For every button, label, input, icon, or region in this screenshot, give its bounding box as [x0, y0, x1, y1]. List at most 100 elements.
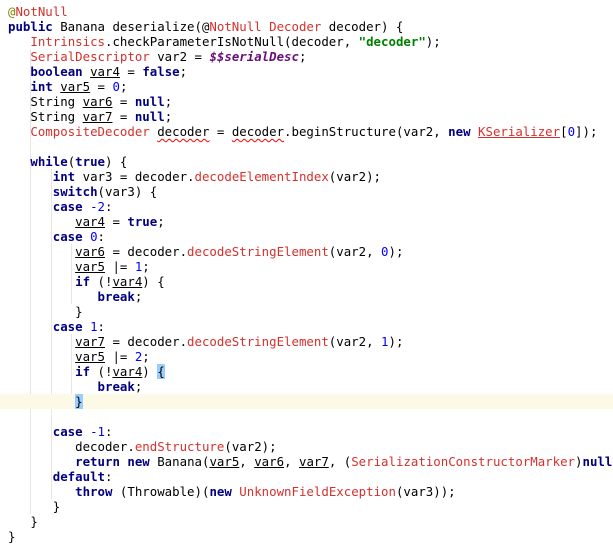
- code-line[interactable]: break;: [8, 379, 613, 394]
- keyword: new: [448, 124, 471, 139]
- code-text: }: [8, 499, 61, 514]
- variable-reference: var7: [82, 109, 113, 124]
- number-literal: 0: [381, 244, 389, 259]
- code-line[interactable]: if (!var4) {: [8, 274, 613, 289]
- code-line-current[interactable]: }: [0, 394, 613, 409]
- keyword: new: [209, 484, 232, 499]
- code-reference: decodeElementIndex: [194, 169, 329, 184]
- keyword: null: [134, 94, 165, 109]
- indent-guide: [71, 244, 72, 304]
- code-text: |=: [104, 349, 135, 364]
- code-text: (: [67, 154, 76, 169]
- keyword: case: [52, 229, 83, 244]
- code-text: [8, 169, 53, 184]
- code-line[interactable]: var4 = true;: [8, 214, 613, 229]
- keyword: return: [75, 454, 120, 469]
- code-line[interactable]: var7 = decoder.decodeStringElement(var2,…: [8, 334, 613, 349]
- code-text: [8, 184, 53, 199]
- code-text: [8, 214, 75, 229]
- keyword: public: [8, 19, 53, 34]
- code-text: [8, 259, 75, 274]
- code-line[interactable]: SerialDescriptor var2 = $$serialDesc;: [8, 49, 613, 64]
- code-text: :: [105, 424, 113, 439]
- code-text: [8, 199, 53, 214]
- code-text: [471, 124, 478, 139]
- code-reference: Intrinsics: [30, 34, 105, 49]
- code-reference: NotNull: [15, 4, 68, 19]
- code-line[interactable]: [8, 139, 613, 154]
- variable-reference: var4: [75, 214, 105, 229]
- code-line[interactable]: int var3 = decoder.decodeElementIndex(va…: [8, 169, 613, 184]
- code-text: [8, 454, 75, 469]
- code-line[interactable]: return new Banana(var5, var6, var7, (Ser…: [8, 454, 613, 469]
- code-line[interactable]: case -2:: [8, 199, 613, 214]
- annotation-symbol: @: [8, 4, 16, 19]
- code-text: ;: [157, 214, 165, 229]
- code-text: :: [97, 229, 106, 244]
- code-text: =: [112, 109, 135, 124]
- keyword: false: [142, 64, 180, 79]
- code-line[interactable]: }: [8, 514, 613, 529]
- code-line[interactable]: String var6 = null;: [8, 94, 613, 109]
- code-line[interactable]: }: [8, 304, 613, 319]
- code-text: ;: [142, 349, 150, 364]
- code-text: =: [104, 214, 128, 229]
- code-text: [8, 349, 75, 364]
- code-line[interactable]: case 1:: [8, 319, 613, 334]
- code-text: :: [97, 319, 106, 334]
- code-line[interactable]: var5 |= 1;: [8, 259, 613, 274]
- code-text: ,: [284, 454, 299, 469]
- variable-reference: var7: [75, 334, 105, 349]
- code-line[interactable]: switch(var3) {: [8, 184, 613, 199]
- number-literal: 0: [90, 229, 98, 244]
- code-line[interactable]: boolean var4 = false;: [8, 64, 613, 79]
- code-line[interactable]: decoder.endStructure(var2);: [8, 439, 613, 454]
- code-line[interactable]: throw (Throwable)(new UnknownFieldExcept…: [8, 484, 613, 499]
- code-reference: UnknownFieldException: [239, 484, 396, 499]
- code-line[interactable]: if (!var4) {: [8, 364, 613, 379]
- code-line[interactable]: case -1:: [8, 424, 613, 439]
- code-text: ): [142, 364, 158, 379]
- code-line[interactable]: }: [8, 499, 613, 514]
- code-text: [83, 199, 90, 214]
- code-reference: Decoder: [269, 19, 322, 34]
- code-line[interactable]: [8, 409, 613, 424]
- indent-guide: [51, 169, 52, 499]
- code-text: );: [388, 244, 404, 259]
- code-line[interactable]: break;: [8, 289, 613, 304]
- code-line[interactable]: public Banana deserialize(@NotNull Decod…: [8, 19, 613, 34]
- code-text: [83, 64, 90, 79]
- code-line[interactable]: case 0:: [8, 229, 613, 244]
- code-text: [262, 19, 269, 34]
- keyword: new: [127, 454, 150, 469]
- code-reference: CompositeDecoder: [30, 124, 150, 139]
- code-text: String: [8, 109, 83, 124]
- code-line[interactable]: while(true) {: [8, 154, 613, 169]
- code-text: (!: [90, 364, 113, 379]
- code-text: |=: [104, 259, 135, 274]
- code-text: :: [105, 199, 113, 214]
- code-line[interactable]: @NotNull: [8, 4, 613, 19]
- code-text: ;: [134, 379, 143, 394]
- code-line[interactable]: }: [8, 529, 613, 544]
- keyword: if: [75, 274, 91, 289]
- code-text: ;: [298, 49, 307, 64]
- code-text: =: [119, 64, 143, 79]
- code-line[interactable]: var6 = decoder.decodeStringElement(var2,…: [8, 244, 613, 259]
- code-line[interactable]: Intrinsics.checkParameterIsNotNull(decod…: [8, 34, 613, 49]
- code-line[interactable]: var5 |= 2;: [8, 349, 613, 364]
- keyword: true: [127, 214, 158, 229]
- code-text: ;: [164, 109, 173, 124]
- string-literal: "decoder": [358, 34, 426, 49]
- code-text: [8, 484, 75, 499]
- code-line[interactable]: int var5 = 0;: [8, 79, 613, 94]
- code-line[interactable]: CompositeDecoder decoder = decoder.begin…: [8, 124, 613, 139]
- code-line[interactable]: String var7 = null;: [8, 109, 613, 124]
- keyword: null: [582, 454, 613, 469]
- code-text: ]);: [575, 124, 598, 139]
- number-literal: 0: [567, 124, 576, 139]
- code-text: (Throwable)(: [112, 484, 210, 499]
- code-line[interactable]: default:: [8, 469, 613, 484]
- indent-guide: [30, 49, 31, 514]
